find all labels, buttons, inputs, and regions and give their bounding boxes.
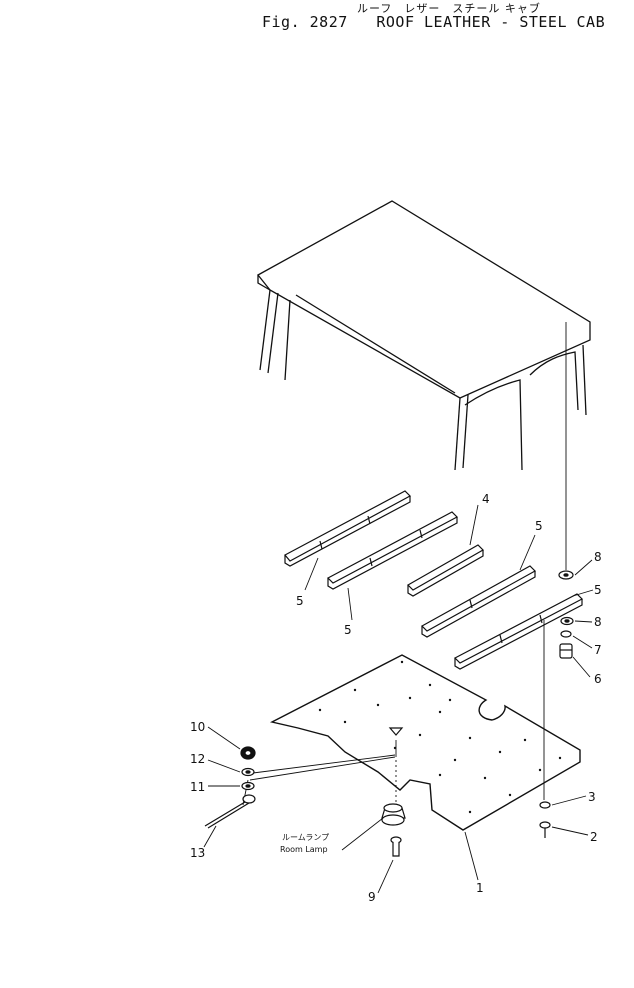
washer-part-3 [539,801,551,809]
cab-roof [257,200,591,471]
figure-title: Fig. 2827 ROOF LEATHER - STEEL CAB [262,13,606,31]
leader-lines [203,504,594,894]
lock-washer-part-7 [560,630,572,638]
roof-strip-4 [421,565,536,638]
callout-2: 2 [590,830,598,844]
callout-12: 12 [190,752,205,766]
figure-title-japanese: ルーフ レザー スチール キャブ [357,2,541,15]
callout-4: 4 [482,492,490,506]
callout-9: 9 [368,890,376,904]
lamp-clip [388,727,404,736]
callout-8: 8 [594,550,602,564]
callout-5: 5 [344,623,352,637]
nut-part-10 [240,746,256,760]
callout-7: 7 [594,643,602,657]
callout-5: 5 [535,519,543,533]
callout-10: 10 [190,720,205,734]
callout-8: 8 [594,615,602,629]
roof-leather-panel [269,654,581,831]
callout-13: 13 [190,846,205,860]
roof-strip-1 [284,490,411,567]
callout-6: 6 [594,672,602,686]
roof-strip-2 [327,511,458,590]
callout-3: 3 [588,790,596,804]
stud-part-13 [204,794,256,829]
room-lamp-label: Room Lamp [280,845,328,854]
bolt-part-6 [559,643,573,659]
callout-1: 1 [476,881,484,895]
roof-strip-3 [407,544,484,597]
callout-11: 11 [190,780,205,794]
callout-5: 5 [594,583,602,597]
screw-part-2 [539,821,551,838]
room-lamp [381,803,406,826]
hardware-parts [204,570,574,857]
screw-part-9 [390,836,402,857]
roof-strip-5 [453,593,584,670]
callout-labels: 4 5 5 5 5 8 8 7 6 3 2 1 9 10 12 11 13 ルー… [190,492,602,904]
roof-leather-strips [284,490,584,670]
room-lamp-label-jp: ルームランプ [282,833,329,842]
callout-5: 5 [296,594,304,608]
